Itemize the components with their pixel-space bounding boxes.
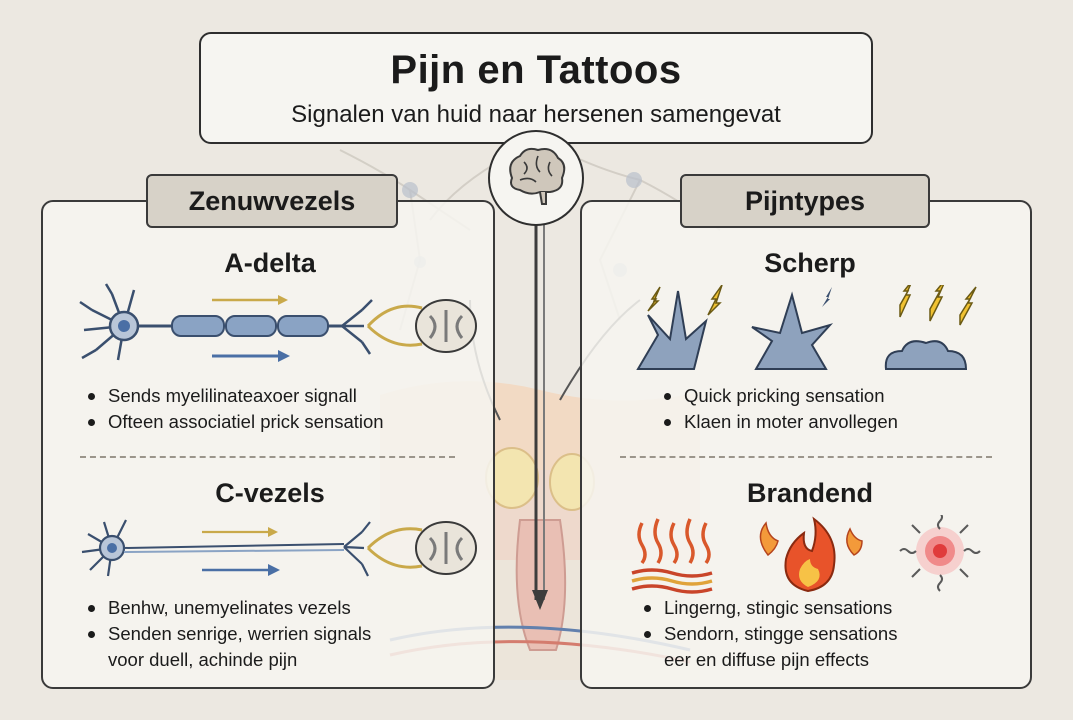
list-item-continuation: voor duell, achinde pijn	[108, 649, 298, 670]
tab-pain-types: Pijntypes	[680, 174, 930, 228]
section-title-a-delta: A-delta	[224, 248, 316, 278]
a-delta-neuron-illustration	[79, 283, 477, 362]
arrow-icon	[202, 527, 280, 576]
list-item: Lingerng, stingic sensations	[640, 595, 1020, 621]
neuron-icon	[81, 519, 127, 577]
section-divider	[80, 456, 455, 458]
section-title-burning: Brandend	[746, 478, 873, 508]
page-subtitle: Signalen van huid naar hersenen samengev…	[291, 101, 781, 128]
list-item: Sendorn, stingge sensations	[640, 621, 1020, 647]
spike-icon	[751, 287, 834, 370]
burning-pain-bullets: Lingerng, stingic sensations Sendorn, st…	[640, 595, 1020, 673]
a-delta-bullets: Sends myelilinateaxoer signall Ofteen as…	[84, 383, 484, 435]
page-title: Pijn en Tattoos	[390, 48, 682, 92]
spike-icon	[636, 285, 723, 370]
pain-burst-icon	[899, 515, 981, 592]
c-fiber-bullets: Benhw, unemyelinates vezels Senden senri…	[84, 595, 484, 673]
c-fiber-neuron-illustration	[81, 519, 477, 577]
list-item: Quick pricking sensation	[660, 383, 1020, 409]
lightning-icon	[707, 285, 723, 316]
section-title-c-fibers: C-vezels	[215, 478, 325, 508]
title-box: Pijn en Tattoos Signalen van huid naar h…	[199, 32, 873, 144]
section-divider	[620, 456, 992, 458]
burning-pain-illustration	[631, 515, 981, 594]
heat-wave-icon	[631, 518, 713, 594]
list-item: Ofteen associatiel prick sensation	[84, 409, 484, 435]
list-item: Klaen in moter anvollegen	[660, 409, 1020, 435]
brain-badge	[488, 130, 584, 226]
list-item: Sends myelilinateaxoer signall	[84, 383, 484, 409]
lightning-icon	[884, 285, 977, 370]
tab-nerve-fibers: Zenuwvezels	[146, 174, 398, 228]
list-item: Senden senrige, werrien signals	[84, 621, 484, 647]
list-item: Benhw, unemyelinates vezels	[84, 595, 484, 621]
nerve-fibers-panel	[41, 200, 495, 689]
section-title-sharp: Scherp	[764, 248, 856, 278]
brain-icon	[509, 147, 566, 205]
sharp-pain-bullets: Quick pricking sensation Klaen in moter …	[660, 383, 1020, 435]
spinal-cord-icon	[366, 299, 477, 353]
pain-types-panel	[580, 200, 1032, 689]
lightning-icon	[647, 286, 661, 312]
list-item-continuation: eer en diffuse pijn effects	[664, 649, 870, 670]
neuron-icon	[79, 283, 136, 361]
arrow-icon	[212, 295, 290, 362]
spinal-cord-icon	[366, 521, 477, 575]
sharp-pain-illustration	[636, 285, 977, 370]
flame-icon	[759, 516, 863, 593]
